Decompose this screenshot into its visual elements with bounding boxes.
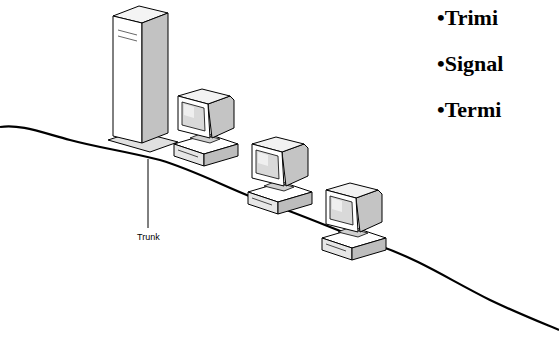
part-label: Trunk	[136, 232, 161, 243]
leader-line	[148, 159, 149, 228]
bullet-text: •Signal	[437, 52, 503, 76]
trunk-cable	[0, 126, 559, 330]
server-tower	[108, 6, 178, 152]
bullet-text: •Termi	[437, 98, 501, 122]
bullet-text: •Trimi	[437, 6, 498, 30]
